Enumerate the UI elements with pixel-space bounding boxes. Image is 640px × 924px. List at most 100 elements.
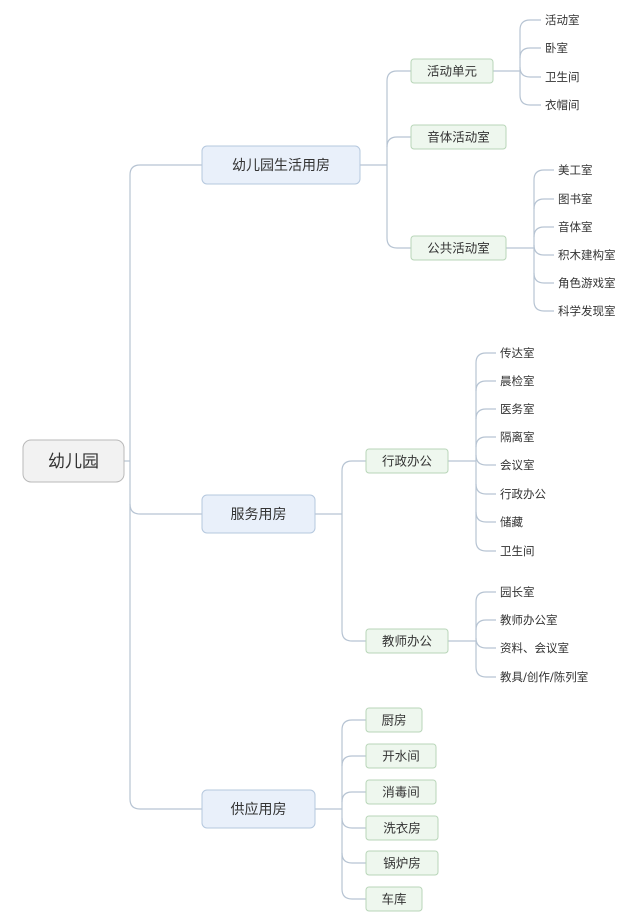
l2-1-0-to-leaf-7 bbox=[475, 540, 496, 552]
node-0: 幼儿园生活用房 bbox=[201, 145, 361, 185]
node-2-5-label: 车库 bbox=[381, 892, 406, 907]
leaf-0-0-0: 活动室 bbox=[545, 13, 580, 27]
l1-0-to-l2-1 bbox=[386, 136, 411, 148]
leaf-1-1-3: 教具/创作/陈列室 bbox=[500, 670, 588, 684]
l2-0-0-to-leaf-3 bbox=[519, 94, 541, 106]
node-1-0-label: 行政办公 bbox=[382, 454, 433, 469]
node-1-0: 行政办公 bbox=[365, 448, 449, 474]
node-2-5-box bbox=[365, 886, 423, 912]
leaf-1-0-2: 医务室 bbox=[500, 402, 535, 416]
root-to-l1-2 bbox=[129, 798, 202, 810]
l1-2-to-l2-1 bbox=[341, 755, 366, 767]
root-node: 幼儿园 bbox=[22, 439, 125, 483]
node-2-0-box bbox=[365, 707, 423, 733]
l2-0-0-to-leaf-2 bbox=[519, 66, 541, 78]
l2-1-1-to-leaf-2 bbox=[475, 637, 496, 649]
node-2-1-label: 开水间 bbox=[382, 749, 420, 764]
l2-0-2-to-leaf-0 bbox=[533, 169, 554, 181]
l2-1-0-to-leaf-2 bbox=[475, 408, 496, 420]
l2-0-2-to-leaf-1 bbox=[533, 198, 554, 210]
l2-1-1-to-leaf-1 bbox=[475, 619, 496, 631]
node-0-0: 活动单元 bbox=[410, 58, 494, 84]
node-2-5: 车库 bbox=[365, 886, 423, 912]
node-0-1: 音体活动室 bbox=[410, 124, 507, 150]
l1-2-to-l2-0 bbox=[341, 719, 366, 731]
root-node-box bbox=[22, 439, 125, 483]
leaf-0-2-1: 图书室 bbox=[558, 192, 593, 206]
l2-0-2-to-leaf-3 bbox=[533, 244, 554, 256]
leaf-1-1-2: 资料、会议室 bbox=[500, 641, 569, 655]
node-2-3-label: 洗衣房 bbox=[383, 821, 421, 836]
node-1-label: 服务用房 bbox=[231, 507, 287, 523]
leaf-1-0-4: 会议室 bbox=[500, 458, 535, 472]
l2-0-0-to-leaf-0 bbox=[519, 19, 541, 31]
leaf-1-0-0: 传达室 bbox=[500, 346, 535, 360]
l2-0-2-to-leaf-2 bbox=[533, 226, 554, 238]
leaf-0-2-2: 音体室 bbox=[558, 220, 593, 234]
l2-1-0-to-leaf-5 bbox=[475, 483, 496, 495]
node-2-2: 消毒间 bbox=[365, 779, 437, 805]
node-0-0-box bbox=[410, 58, 494, 84]
l2-1-0-to-leaf-6 bbox=[475, 511, 496, 523]
l1-2-to-l2-3 bbox=[341, 817, 366, 829]
leaf-0-2-5: 科学发现室 bbox=[558, 304, 616, 318]
leaf-0-0-3: 衣帽间 bbox=[545, 98, 580, 112]
leaf-1-0-1: 晨检室 bbox=[500, 374, 535, 388]
leaf-1-0-6: 储藏 bbox=[500, 515, 523, 529]
node-2-1: 开水间 bbox=[365, 743, 437, 769]
node-1-1-box bbox=[365, 628, 449, 654]
node-2-1-box bbox=[365, 743, 437, 769]
node-1-0-box bbox=[365, 448, 449, 474]
node-2-2-box bbox=[365, 779, 437, 805]
l1-2-to-l2-2 bbox=[341, 791, 366, 803]
node-0-label: 幼儿园生活用房 bbox=[232, 158, 330, 174]
node-2-4-label: 锅炉房 bbox=[383, 856, 421, 871]
l2-1-0-to-leaf-1 bbox=[475, 380, 496, 392]
node-2-2-label: 消毒间 bbox=[382, 785, 420, 800]
node-0-1-label: 音体活动室 bbox=[427, 130, 490, 145]
l2-0-0-to-leaf-1 bbox=[519, 47, 541, 59]
l1-0-to-l2-0 bbox=[386, 70, 411, 82]
l2-1-0-to-leaf-0 bbox=[475, 352, 496, 364]
node-0-2-box bbox=[410, 235, 507, 261]
node-1-box bbox=[201, 494, 316, 534]
leaf-0-0-2: 卫生间 bbox=[545, 70, 580, 84]
node-0-2-label: 公共活动室 bbox=[427, 241, 490, 256]
leaf-1-1-1: 教师办公室 bbox=[500, 613, 558, 627]
leaf-0-2-4: 角色游戏室 bbox=[558, 276, 616, 290]
diagram-nodes: 活动室卧室卫生间衣帽间活动单元音体活动室美工室图书室音体室积木建构室角色游戏室科… bbox=[22, 13, 616, 912]
node-1: 服务用房 bbox=[201, 494, 316, 534]
l2-1-0-to-leaf-3 bbox=[475, 436, 496, 448]
root-node-label: 幼儿园 bbox=[48, 452, 99, 472]
leaf-0-2-3: 积木建构室 bbox=[558, 248, 616, 262]
node-2-box bbox=[201, 789, 316, 829]
l2-1-1-to-leaf-0 bbox=[475, 591, 496, 603]
node-0-box bbox=[201, 145, 361, 185]
node-2-4-box bbox=[365, 850, 439, 876]
l2-1-1-to-leaf-3 bbox=[475, 666, 496, 678]
l1-2-to-l2-4 bbox=[341, 852, 366, 864]
leaf-1-1-0: 园长室 bbox=[500, 585, 535, 599]
l2-0-2-to-leaf-4 bbox=[533, 272, 554, 284]
node-2-label: 供应用房 bbox=[231, 801, 287, 818]
l1-0-to-l2-2 bbox=[386, 237, 411, 249]
node-0-1-box bbox=[410, 124, 507, 150]
leaf-1-0-3: 隔离室 bbox=[500, 430, 535, 444]
connector-lines bbox=[124, 19, 554, 900]
node-2-0: 厨房 bbox=[365, 707, 423, 733]
node-0-2: 公共活动室 bbox=[410, 235, 507, 261]
leaf-1-0-5: 行政办公 bbox=[500, 487, 546, 501]
l1-1-to-l2-1 bbox=[341, 630, 366, 642]
l2-0-2-to-leaf-5 bbox=[533, 300, 554, 312]
node-1-1: 教师办公 bbox=[365, 628, 449, 654]
node-0-0-label: 活动单元 bbox=[427, 64, 477, 79]
leaf-1-0-7: 卫生间 bbox=[500, 544, 535, 558]
node-2-3-box bbox=[365, 815, 439, 841]
node-2-3: 洗衣房 bbox=[365, 815, 439, 841]
node-1-1-label: 教师办公 bbox=[382, 634, 433, 649]
l1-1-to-l2-0 bbox=[341, 460, 366, 472]
node-2: 供应用房 bbox=[201, 789, 316, 829]
root-to-l1-0 bbox=[129, 164, 202, 176]
node-2-0-label: 厨房 bbox=[381, 713, 406, 728]
